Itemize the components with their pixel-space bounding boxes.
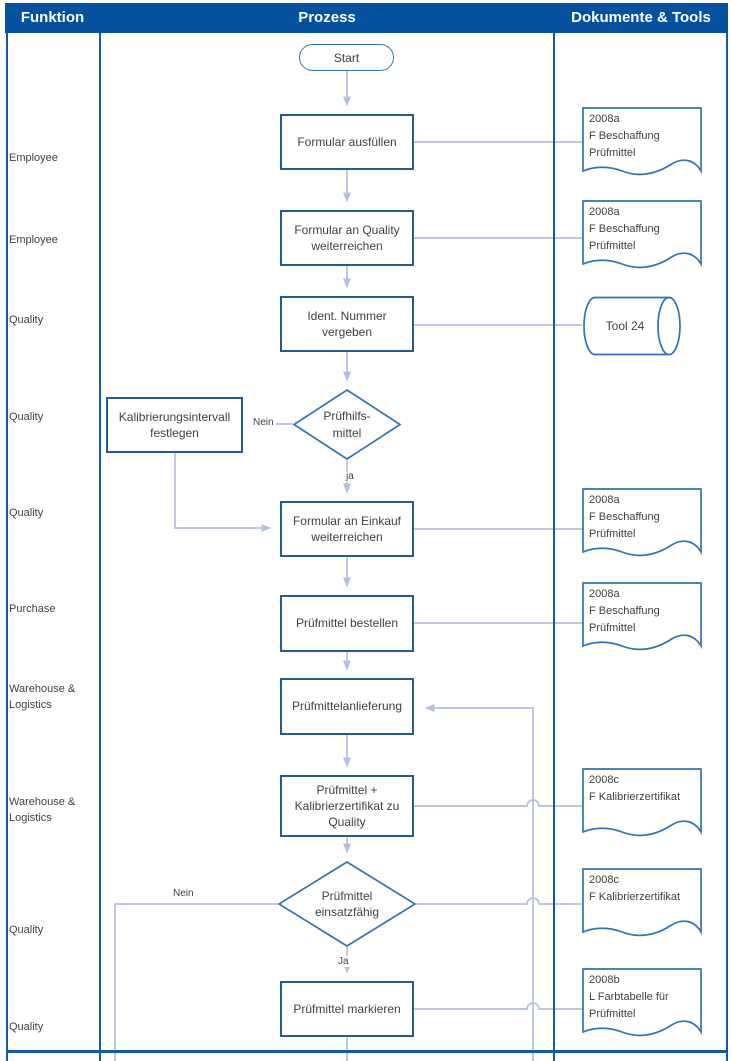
process-handover: Prüfmittel + Kalibrierzertifikat zu Qual…	[280, 775, 414, 837]
edge-feedback-delivery	[424, 704, 534, 1061]
document-text: 2008a F Beschaffung Prüfmittel	[589, 206, 660, 253]
tool-24-label: Tool 24	[605, 319, 645, 333]
document-text: 2008a F Beschaffung Prüfmittel	[589, 588, 660, 635]
document-shape	[582, 107, 702, 176]
decision-pruefhilfsmittel-label: Prüfhilfs- mittel	[323, 409, 371, 440]
document-kalibrierzertifikat-2: 2008c F Kalibrierzertifikat	[582, 868, 702, 944]
link-mark-doc7	[414, 1002, 582, 1010]
lane-label-quality-4: Quality	[9, 924, 44, 936]
process-mark: Prüfmittel markieren	[280, 981, 414, 1037]
lane-label-quality-1: Quality	[9, 314, 44, 326]
document-shape	[582, 968, 702, 1037]
document-text: 2008b L Farbtabelle für Prüfmittel	[589, 974, 669, 1021]
decision-pruefhilfsmittel: Prüfhilfs- mittel	[292, 388, 402, 461]
document-shape	[582, 768, 702, 837]
document-farbtabelle: 2008b L Farbtabelle für Prüfmittel	[582, 968, 702, 1044]
document-text: 2008a F Beschaffung Prüfmittel	[589, 494, 660, 541]
process-delivery: Prüfmittelanlieferung	[280, 678, 414, 735]
table-border-right	[726, 33, 728, 1061]
link-handover-doc5	[414, 799, 582, 807]
document-shape	[582, 200, 702, 269]
column-header-dokumente: Dokumente & Tools	[571, 9, 711, 26]
diamond-shape	[292, 388, 402, 461]
table-border-funktion-prozess	[99, 33, 101, 1061]
document-beschaffung-3: 2008a F Beschaffung Prüfmittel	[582, 488, 702, 564]
process-assign-id: Ident. Nummer vergeben	[280, 296, 414, 352]
edge-interval-return	[174, 453, 272, 532]
lane-label-purchase: Purchase	[9, 603, 56, 615]
document-beschaffung-2: 2008a F Beschaffung Prüfmittel	[582, 200, 702, 276]
column-header-prozess: Prozess	[298, 9, 356, 26]
header-bar	[5, 3, 728, 33]
tool-24-database: Tool 24	[582, 296, 682, 356]
document-text: 2008a F Beschaffung Prüfmittel	[589, 113, 660, 160]
document-shape	[582, 868, 702, 937]
lane-label-warehouse-1: Warehouse & Logistics	[9, 683, 76, 711]
process-fill-form: Formular ausfüllen	[280, 114, 414, 170]
process-form-to-purchasing: Formular an Einkauf weiterreichen	[280, 501, 414, 557]
decision-einsatzfaehig-label: Prüfmittel einsatzfähig	[314, 888, 380, 919]
document-text: 2008c F Kalibrierzertifikat	[589, 874, 681, 904]
edge-decision2-nein	[114, 903, 278, 1061]
cylinder-shape	[583, 296, 681, 356]
document-beschaffung-4: 2008a F Beschaffung Prüfmittel	[582, 582, 702, 658]
lane-label-quality-5: Quality	[9, 1021, 44, 1033]
decision-einsatzfaehig: Prüfmittel einsatzfähig	[277, 861, 417, 947]
column-header-funktion: Funktion	[20, 9, 85, 26]
diamond-shape	[277, 861, 417, 947]
lane-label-employee-1: Employee	[9, 152, 58, 164]
edge-label-ja-2: Ja	[336, 956, 351, 967]
document-shape	[582, 488, 702, 557]
process-order: Prüfmittel bestellen	[280, 595, 414, 652]
table-border-prozess-dokumente	[553, 33, 555, 1061]
lane-label-quality-2: Quality	[9, 411, 44, 423]
document-shape	[582, 582, 702, 651]
document-text: 2008c F Kalibrierzertifikat	[589, 774, 681, 804]
process-set-interval: Kalibrierungsintervall festlegen	[106, 397, 243, 453]
edge-label-nein-2: Nein	[171, 888, 196, 899]
lane-label-warehouse-2: Warehouse & Logistics	[9, 796, 76, 824]
lane-label-quality-3: Quality	[9, 507, 44, 519]
lane-label-employee-2: Employee	[9, 234, 58, 246]
edge-label-nein-1: Nein	[251, 417, 276, 428]
process-form-to-quality: Formular an Quality weiterreichen	[280, 210, 414, 266]
table-border-left	[6, 33, 8, 1061]
start-node: Start	[299, 44, 394, 71]
table-border-bottom-separator	[6, 1050, 728, 1053]
start-label: Start	[333, 50, 360, 65]
document-kalibrierzertifikat-1: 2008c F Kalibrierzertifikat	[582, 768, 702, 844]
edge-label-ja-1: ja	[344, 471, 356, 482]
document-beschaffung-1: 2008a F Beschaffung Prüfmittel	[582, 107, 702, 183]
link-decision2-doc6	[416, 897, 582, 905]
